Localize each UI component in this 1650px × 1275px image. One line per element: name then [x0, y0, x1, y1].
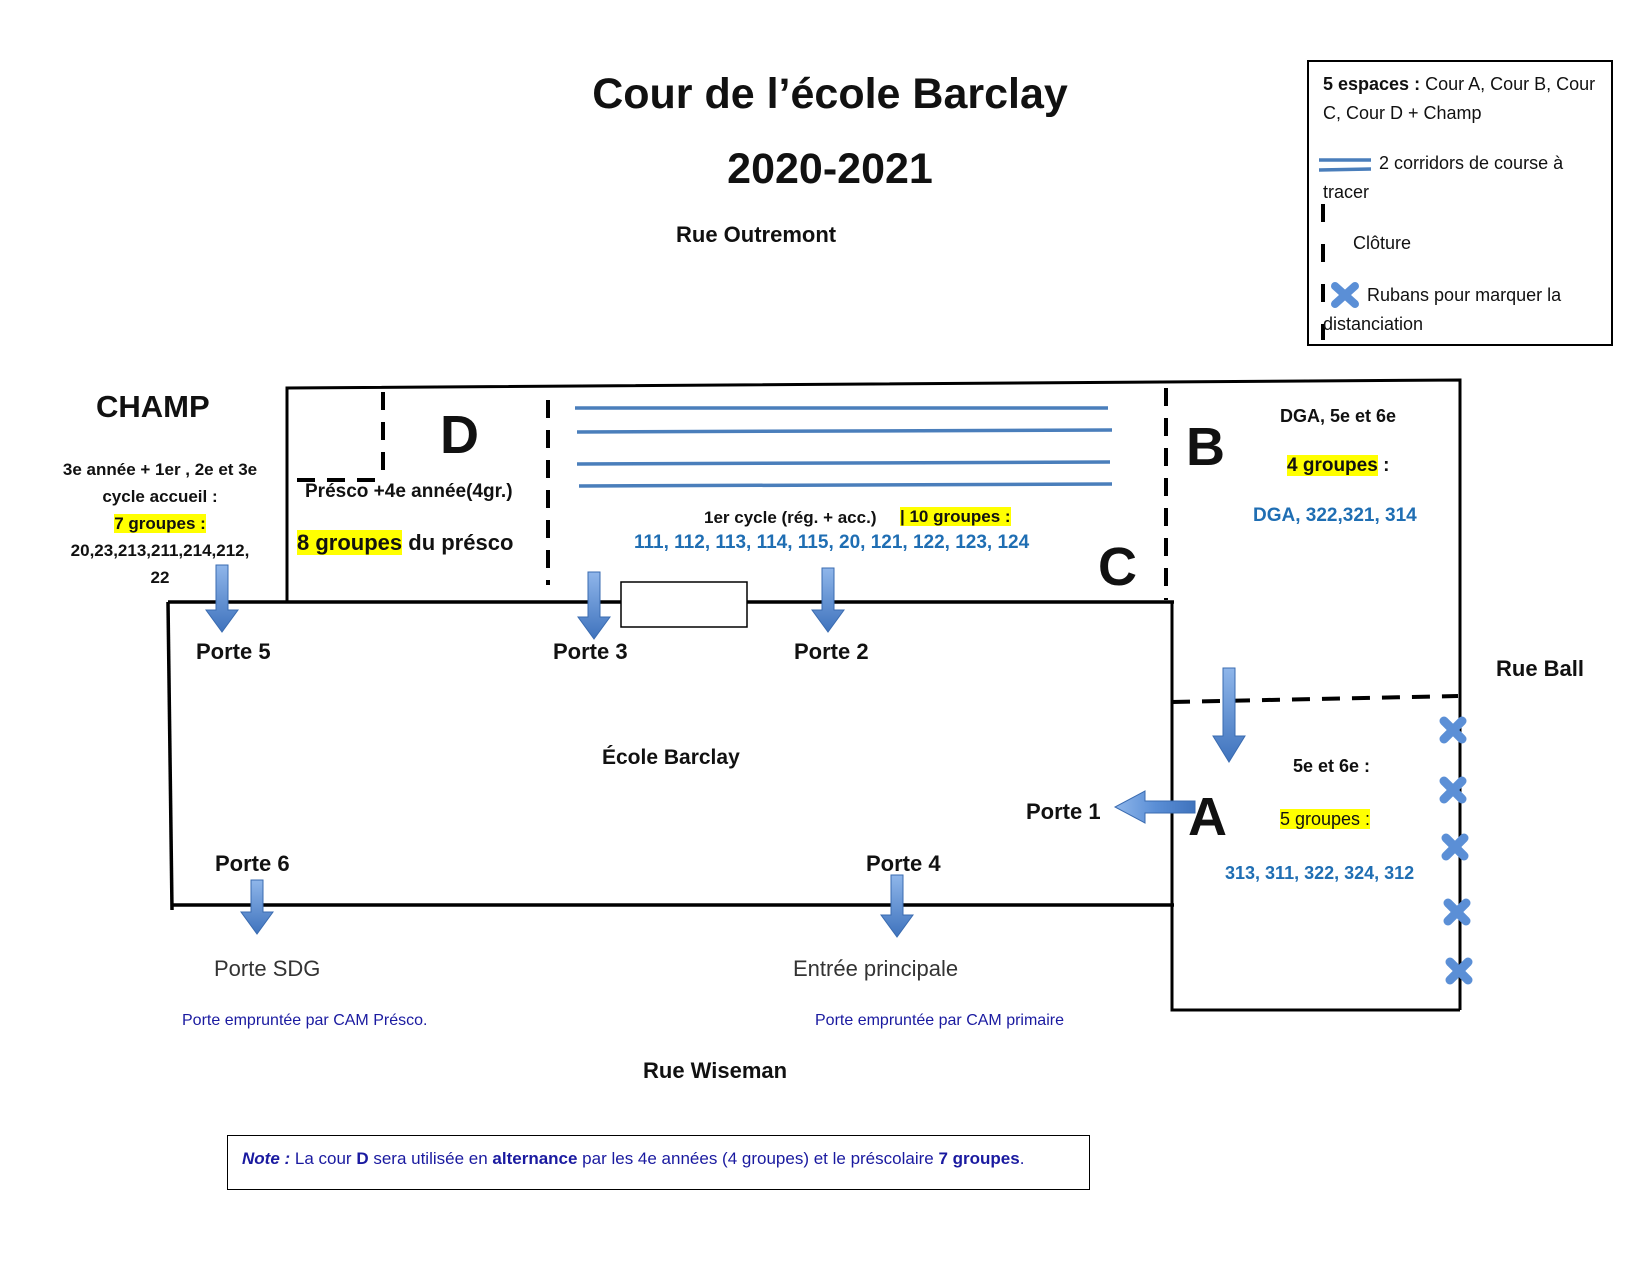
zone-a-groups: 5 groupes :	[1280, 809, 1371, 829]
arrow-porte1	[1113, 790, 1196, 824]
ribbon-x-icon	[1439, 776, 1467, 804]
running-corridors	[575, 406, 1113, 488]
zone-b-letter: B	[1186, 417, 1225, 477]
arrow-porte3	[577, 571, 611, 640]
street-outremont: Rue Outremont	[676, 222, 837, 247]
legend-corridors-line2: tracer	[1323, 182, 1370, 202]
zone-d-label: Présco +4e année(4gr.)	[305, 481, 513, 502]
zone-d-letter: D	[440, 405, 479, 465]
zone-b-list: DGA, 322,321, 314	[1253, 505, 1417, 526]
legend-rubans-line2: distanciation	[1323, 314, 1424, 334]
entry-porte-sdg: Porte SDG	[214, 956, 321, 981]
street-wiseman: Rue Wiseman	[643, 1058, 788, 1083]
building-small-rect	[620, 581, 748, 628]
zone-d-groups: 8 groupes du présco	[297, 530, 514, 555]
zone-c-list: 111, 112, 113, 114, 115, 20, 121, 122, 1…	[634, 532, 1030, 553]
door-porte6: Porte 6	[215, 851, 290, 876]
street-ball: Rue Ball	[1496, 656, 1585, 681]
ribbon-legend-icon	[1331, 282, 1359, 308]
corridor-legend-icon	[1318, 158, 1372, 172]
building-name: École Barclay	[602, 746, 740, 769]
year-title: 2020-2021	[727, 145, 933, 193]
entry-main-note: Porte empruntée par CAM primaire	[815, 1012, 1064, 1029]
zone-a-label: 5e et 6e :	[1293, 756, 1371, 776]
zone-a-list: 313, 311, 322, 324, 312	[1225, 863, 1415, 883]
fence-b-a	[1171, 694, 1459, 704]
entry-main: Entrée principale	[793, 956, 959, 981]
arrow-porte5	[205, 564, 239, 633]
legend-box: 5 espaces : Cour A, Cour B, Cour C, Cour…	[1307, 60, 1613, 346]
door-porte4: Porte 4	[866, 851, 941, 876]
arrow-cour-a	[1212, 667, 1246, 763]
zone-c-groups: | 10 groupes :	[900, 507, 1011, 526]
zone-c-letter: C	[1098, 537, 1137, 597]
legend-cloture: Clôture	[1353, 233, 1412, 253]
ribbon-x-icon	[1439, 716, 1467, 744]
ribbon-x-icon	[1445, 957, 1473, 985]
zone-c-label: 1er cycle (rég. + acc.)	[704, 508, 877, 527]
ribbon-x-icon	[1443, 898, 1471, 926]
door-arrows	[205, 564, 1246, 938]
note-box: Note : La cour D sera utilisée en altern…	[227, 1135, 1090, 1190]
zone-b-groups: 4 groupes :	[1287, 455, 1390, 476]
page-title: Cour de l’école Barclay	[592, 70, 1068, 118]
entry-porte-sdg-note: Porte empruntée par CAM Présco.	[182, 1012, 428, 1029]
note-text: Note : La cour D sera utilisée en altern…	[242, 1149, 1025, 1168]
zone-a-letter: A	[1188, 787, 1227, 847]
arrow-porte2	[811, 567, 845, 633]
legend-corridors: 2 corridors de course à	[1379, 153, 1564, 173]
door-porte3: Porte 3	[553, 639, 628, 664]
zone-b-label: DGA, 5e et 6e	[1280, 406, 1397, 426]
door-porte5: Porte 5	[196, 639, 271, 664]
ribbon-markers	[1439, 716, 1473, 985]
yard-outline	[285, 378, 1462, 1012]
champ-title: CHAMP	[96, 389, 210, 424]
ribbon-x-icon	[1441, 833, 1469, 861]
arrow-porte4	[880, 874, 914, 938]
legend-spaces-line2: C, Cour D + Champ	[1323, 103, 1482, 123]
arrow-porte6	[240, 879, 274, 935]
legend-rubans: Rubans pour marquer la	[1367, 285, 1562, 305]
door-porte1: Porte 1	[1026, 799, 1101, 824]
champ-info: 3e année + 1er , 2e et 3e cycle accueil …	[62, 460, 258, 587]
door-porte2: Porte 2	[794, 639, 869, 664]
legend-spaces: 5 espaces : Cour A, Cour B, Cour	[1323, 74, 1596, 94]
fences	[297, 388, 1459, 704]
